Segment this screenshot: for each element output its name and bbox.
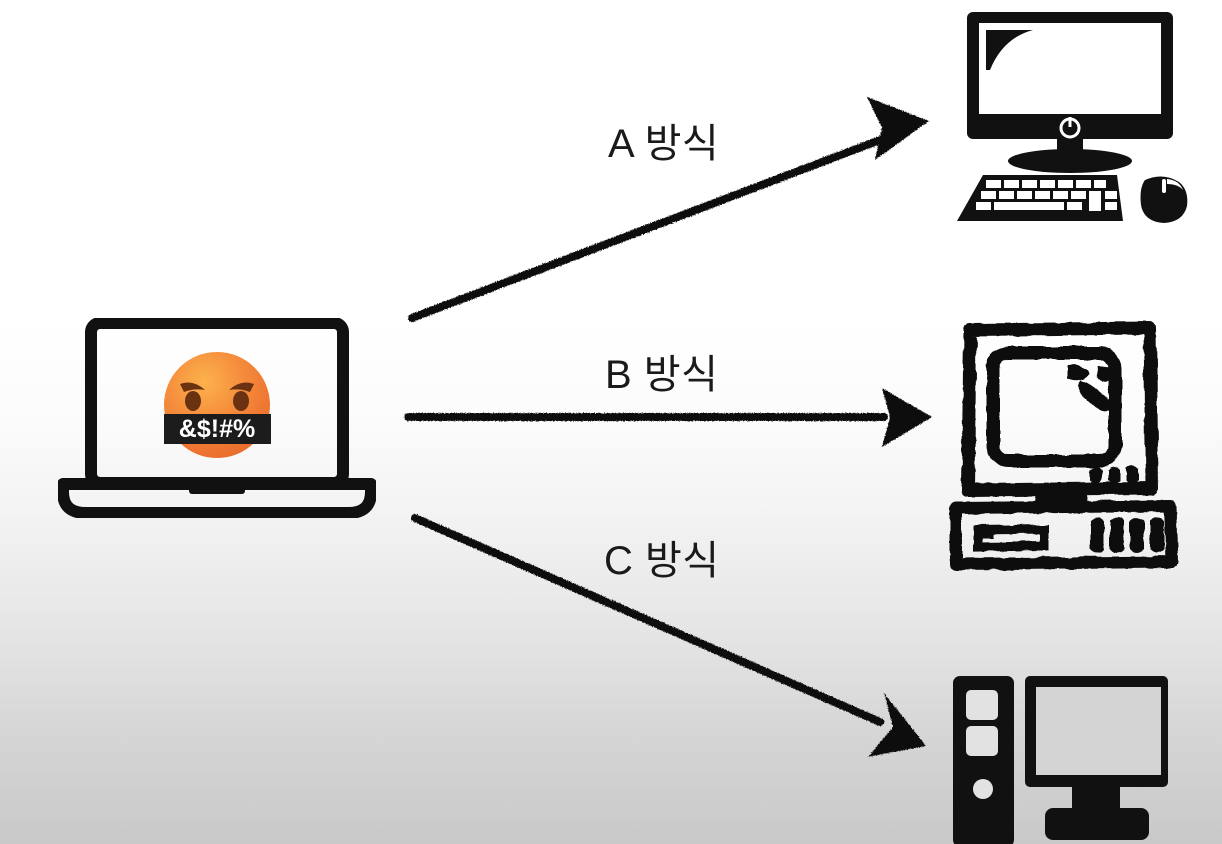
angry-face-emoji: &$!#%: [164, 352, 271, 458]
laptop-trackpad-notch: [189, 480, 245, 494]
tower-monitor-neck: [1072, 787, 1120, 810]
arrow-b: [404, 388, 932, 447]
crt-screen-glare: [1068, 365, 1113, 412]
crt-front-vents: [1090, 465, 1138, 483]
crt-tower-case: [950, 500, 1178, 570]
arrow-c: [411, 514, 926, 757]
tower-drive-bay-1: [966, 690, 998, 720]
monitor-screen-glare: [986, 30, 1033, 70]
crt-outer-case: [961, 321, 1159, 497]
crt-screen-bezel: [986, 346, 1122, 468]
arrow-a-label: A 방식: [608, 122, 720, 166]
emoji-right-eye: [233, 391, 249, 411]
emoji-left-eye: [185, 391, 201, 411]
tower-monitor-icon: [950, 672, 1168, 844]
crt-sketch-group: [950, 321, 1178, 570]
emoji-right-brow: [229, 382, 254, 392]
keyboard-icon: [957, 175, 1123, 221]
emoji-censor-bar: [164, 414, 271, 444]
flat-monitor-icon: [945, 8, 1195, 226]
laptop-base: [57, 478, 377, 519]
crt-floppy-slot: [973, 524, 1049, 552]
crt-computer-icon: [948, 318, 1180, 580]
crt-drive-bay-buttons: [1090, 517, 1164, 553]
monitor-power-button-icon: [1059, 117, 1081, 139]
arrow-b-label: B 방식: [605, 353, 719, 397]
emoji-censor-text: &$!#%: [179, 415, 255, 443]
emoji-left-brow: [180, 382, 205, 392]
arrow-a: [408, 97, 929, 322]
tower-drive-bay-2: [966, 726, 998, 756]
mouse-icon: [1140, 176, 1188, 223]
arrow-c-label: C 방식: [604, 539, 720, 583]
tower-monitor-screen: [1036, 687, 1161, 775]
tower-power-button: [973, 779, 993, 799]
tower-monitor-stand: [1045, 808, 1149, 840]
laptop-icon: &$!#%: [57, 317, 377, 519]
crt-floppy-eject: [978, 530, 994, 538]
monitor-stand-base: [1008, 149, 1132, 173]
